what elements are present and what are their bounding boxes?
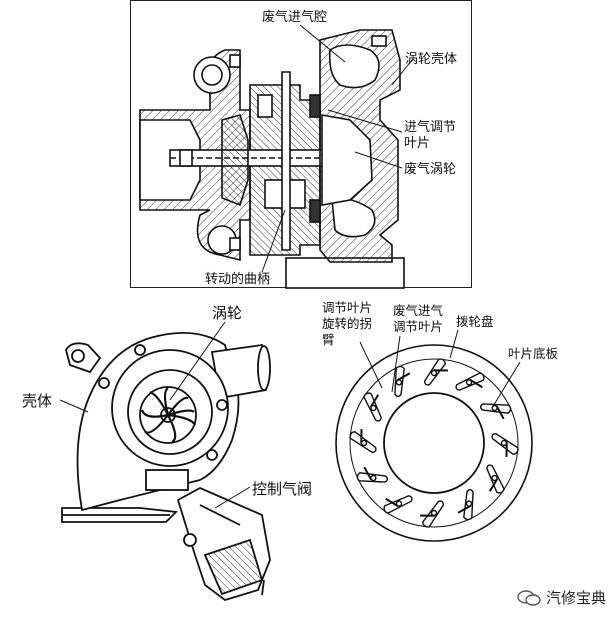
label-exhaust-turbine: 废气涡轮 — [404, 162, 457, 177]
vane-blades — [349, 358, 519, 528]
vane-blade — [486, 464, 505, 494]
label-exhaust-vane-line2: 调节叶片 — [393, 319, 444, 334]
label-inlet-vane-line2: 叶片 — [404, 136, 431, 151]
label-inlet-vane-line1: 进气调节 — [404, 120, 457, 135]
turbo-external-view — [61, 332, 271, 601]
vane-blade — [455, 372, 485, 391]
bottom-right-leader-lines — [359, 329, 521, 409]
label-rotating-crank: 转动的曲柄 — [205, 272, 271, 287]
vane-blade — [457, 488, 474, 521]
vane-blade — [349, 429, 377, 454]
label-control-valve: 控制气阀 — [252, 480, 313, 498]
label-vane-arm-line2: 旋转的拐 — [322, 316, 373, 331]
vane-blade — [363, 392, 382, 422]
label-turbine: 涡轮 — [212, 304, 243, 322]
vane-blade — [491, 432, 519, 457]
vane-ring — [335, 344, 533, 542]
bottom-left-leader-lines — [59, 321, 251, 509]
label-exhaust-vane-line1: 废气进气 — [393, 303, 444, 318]
label-vane-arm-line1: 调节叶片 — [322, 300, 373, 315]
vane-blade — [394, 365, 411, 398]
label-exhaust-inlet-cavity: 废气进气腔 — [262, 10, 328, 25]
wechat-icon — [517, 589, 541, 606]
label-vane-base-plate: 叶片底板 — [508, 346, 559, 361]
vane-blade — [383, 495, 413, 514]
label-dial-plate: 拨轮盘 — [456, 314, 494, 329]
top-leader-lines — [261, 24, 413, 273]
vane-blade — [479, 403, 512, 420]
watermark-text: 汽修宝典 — [545, 589, 606, 607]
turbo-cross-section — [139, 29, 405, 289]
label-vane-arm-line3: 臂 — [322, 332, 335, 347]
label-turbine-housing: 涡轮壳体 — [405, 52, 458, 67]
vane-blade — [420, 500, 445, 528]
vane-blade — [356, 466, 389, 483]
vane-blade — [423, 358, 448, 386]
watermark: 汽修宝典 — [517, 587, 606, 608]
label-housing: 壳体 — [22, 392, 53, 410]
